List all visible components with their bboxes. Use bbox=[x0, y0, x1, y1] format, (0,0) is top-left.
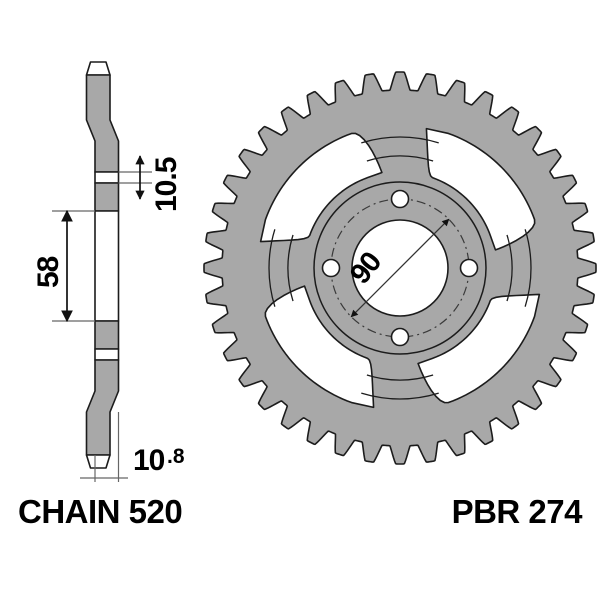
caption-row: CHAIN 520 PBR 274 bbox=[18, 493, 584, 530]
profile-top-tooth-tip bbox=[85, 61, 111, 76]
dimension-tooth-band-width: 10.5 bbox=[118, 155, 183, 212]
caption-part-label: PBR 274 bbox=[452, 493, 584, 530]
bolt-hole-4 bbox=[321, 258, 341, 278]
bolt-hole-2 bbox=[459, 258, 479, 278]
spoke-relief-arc-4-2 bbox=[268, 229, 276, 307]
spoke-relief-arc-1-1 bbox=[366, 155, 434, 162]
spoke-relief-arc-3-2 bbox=[361, 392, 439, 400]
profile-bottom-tooth-tip bbox=[85, 454, 111, 469]
side-profile-view bbox=[85, 61, 120, 469]
spoke-relief-arc-2-2 bbox=[524, 229, 532, 307]
profile-upper-shank bbox=[85, 74, 120, 173]
profile-upper-band bbox=[94, 182, 120, 212]
spoke-relief-arc-4-1 bbox=[287, 234, 294, 302]
sprocket-geometry: 90 bbox=[203, 71, 597, 465]
dimension-overall-thickness: 10 .8 bbox=[80, 412, 185, 482]
dim-label-58: 58 bbox=[32, 256, 65, 288]
dim-label-10-5: 10.5 bbox=[150, 157, 183, 212]
spoke-relief-arc-2-1 bbox=[506, 234, 513, 302]
dim-label-10-8-main: 10 bbox=[133, 444, 165, 477]
lightening-cutout-4 bbox=[259, 132, 383, 243]
lightening-cutout-2 bbox=[417, 293, 541, 404]
caption-chain-label: CHAIN 520 bbox=[18, 493, 182, 530]
lightening-cutout-1 bbox=[425, 127, 536, 251]
spoke-relief-arc-1-2 bbox=[361, 136, 439, 144]
hub-boss-outline bbox=[313, 181, 487, 355]
dim-line-bolt-circle-90 bbox=[350, 218, 450, 318]
profile-lower-relief-gap bbox=[94, 348, 120, 361]
profile-lower-band bbox=[94, 320, 120, 350]
profile-upper-relief-gap bbox=[94, 171, 120, 184]
dimension-hub-height: 58 bbox=[32, 209, 95, 323]
profile-hub-web bbox=[94, 210, 120, 322]
bolt-hole-3 bbox=[390, 327, 410, 347]
dim-label-10-8-decimal: .8 bbox=[167, 445, 185, 468]
lightening-cutout-3 bbox=[264, 285, 375, 409]
bolt-hole-1 bbox=[390, 189, 410, 209]
spoke-relief-arc-3-1 bbox=[366, 374, 434, 381]
profile-lower-shank bbox=[85, 359, 120, 456]
